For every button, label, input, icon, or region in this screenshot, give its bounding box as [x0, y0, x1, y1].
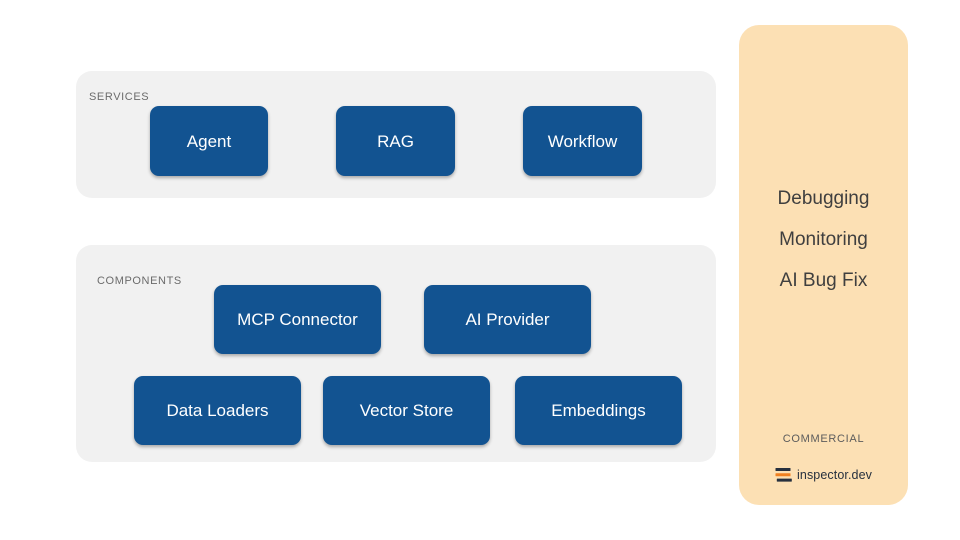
node-data-loaders[interactable]: Data Loaders — [134, 376, 301, 445]
node-mcp-connector[interactable]: MCP Connector — [214, 285, 381, 354]
inspector-logo-icon — [775, 468, 792, 482]
node-rag[interactable]: RAG — [336, 106, 455, 176]
feature-item-monitoring: Monitoring — [779, 228, 868, 250]
brand-lockup[interactable]: inspector.dev — [775, 467, 872, 483]
feature-item-ai-bug-fix: AI Bug Fix — [779, 269, 868, 291]
node-ai-provider[interactable]: AI Provider — [424, 285, 591, 354]
services-section-label: SERVICES — [89, 91, 150, 103]
node-workflow[interactable]: Workflow — [523, 106, 642, 176]
commercial-feature-list: Debugging Monitoring AI Bug Fix — [739, 188, 908, 292]
commercial-footer: COMMERCIAL inspector.dev — [739, 433, 908, 483]
node-embeddings[interactable]: Embeddings — [515, 376, 682, 445]
components-section-label: COMPONENTS — [97, 275, 182, 287]
commercial-panel: Debugging Monitoring AI Bug Fix COMMERCI… — [739, 25, 908, 505]
node-vector-store[interactable]: Vector Store — [323, 376, 490, 445]
node-agent[interactable]: Agent — [150, 106, 268, 176]
brand-name: inspector.dev — [797, 468, 872, 482]
commercial-section-label: COMMERCIAL — [782, 433, 865, 445]
feature-item-debugging: Debugging — [777, 188, 870, 209]
